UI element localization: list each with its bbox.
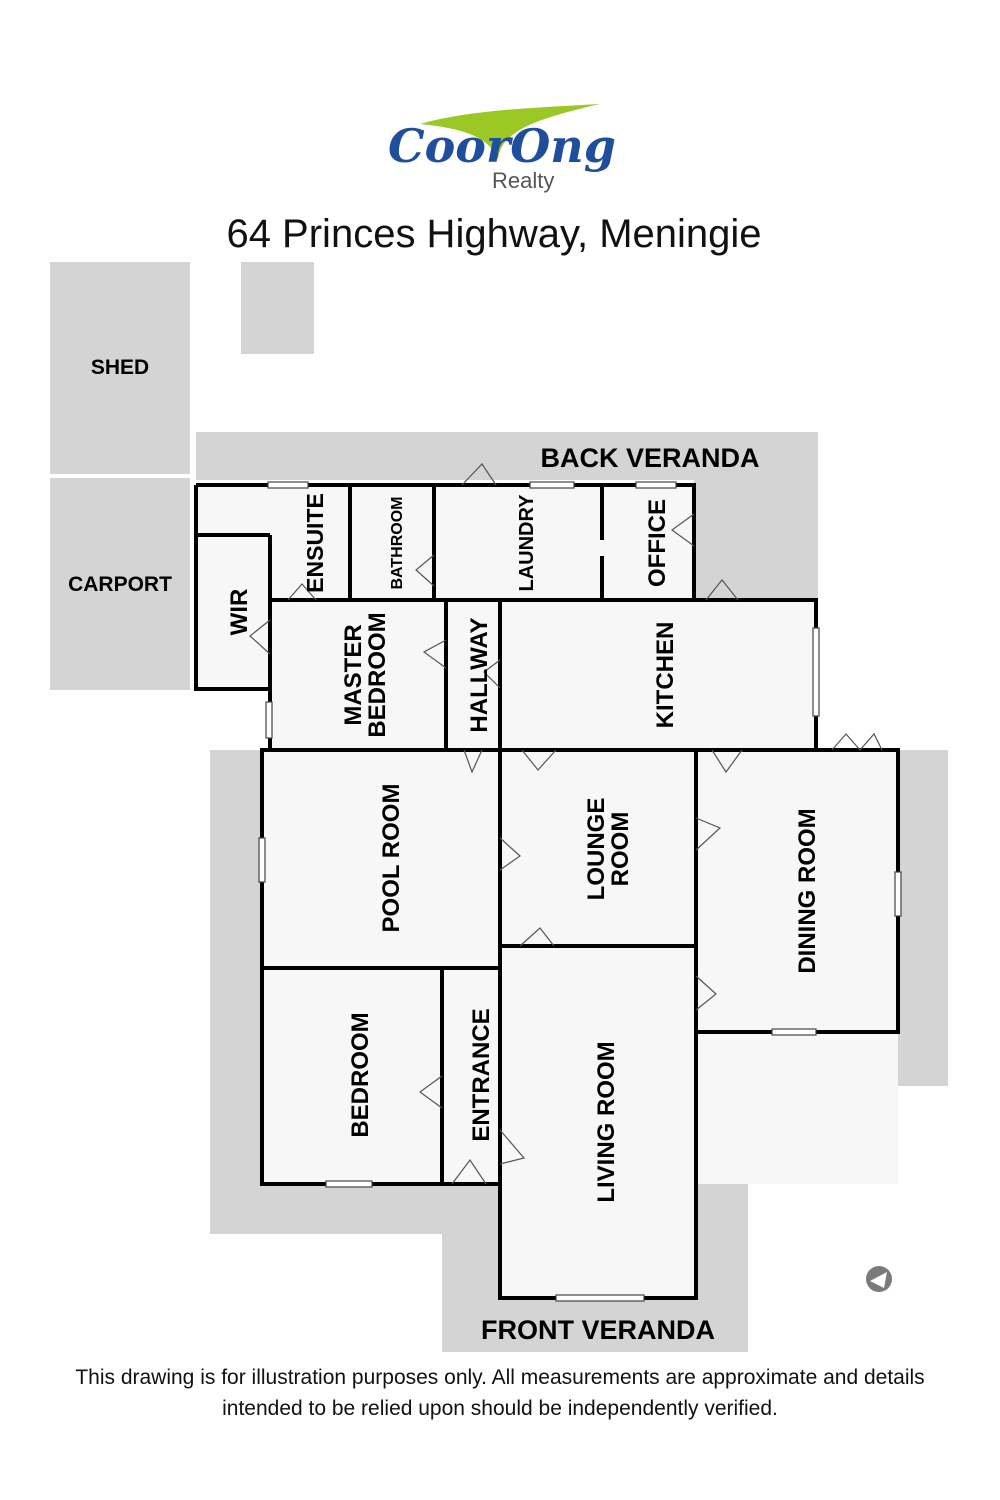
label-back-veranda: BACK VERANDA: [540, 443, 759, 473]
small-outbuilding: [241, 262, 314, 354]
label-lounge-room-1: LOUNGE: [583, 798, 610, 901]
shed-area: [50, 262, 190, 474]
back-veranda-side: [694, 432, 818, 598]
label-bathroom: BATHROOM: [389, 496, 406, 589]
disclaimer-text: This drawing is for illustration purpose…: [75, 1366, 925, 1420]
compass-arrow-icon: [866, 1266, 892, 1292]
brand-logo: CoorOng Realty: [388, 104, 616, 193]
logo-brand-text: CoorOng: [388, 119, 616, 173]
carport-area: [50, 478, 190, 690]
logo-sub-text: Realty: [492, 168, 554, 193]
label-bedroom: BEDROOM: [347, 1012, 374, 1137]
label-office: OFFICE: [644, 499, 671, 587]
label-hallway: HALLWAY: [466, 617, 493, 732]
label-lounge-room-2: ROOM: [607, 812, 634, 887]
label-kitchen: KITCHEN: [652, 622, 679, 729]
label-pool-room: POOL ROOM: [378, 784, 405, 933]
label-ensuite: ENSUITE: [302, 493, 328, 593]
property-address: 64 Princes Highway, Meningie: [226, 212, 762, 256]
dining-path-right: [898, 750, 948, 1086]
label-master-bedroom-2: BEDROOM: [364, 612, 391, 737]
label-entrance: ENTRANCE: [468, 1008, 495, 1141]
side-path-left: [210, 750, 262, 1234]
label-shed: SHED: [91, 356, 149, 379]
label-dining-room: DINING ROOM: [794, 808, 821, 973]
windows: [258, 481, 902, 1302]
logo-swoosh-icon: [420, 104, 600, 160]
label-laundry: LAUNDRY: [516, 494, 538, 592]
label-wir: WIR: [226, 589, 253, 636]
door-swings: [249, 463, 883, 1185]
label-carport: CARPORT: [68, 573, 172, 596]
label-front-veranda: FRONT VERANDA: [481, 1315, 715, 1345]
label-master-bedroom-1: MASTER: [340, 624, 367, 725]
label-living-room: LIVING ROOM: [593, 1041, 620, 1202]
